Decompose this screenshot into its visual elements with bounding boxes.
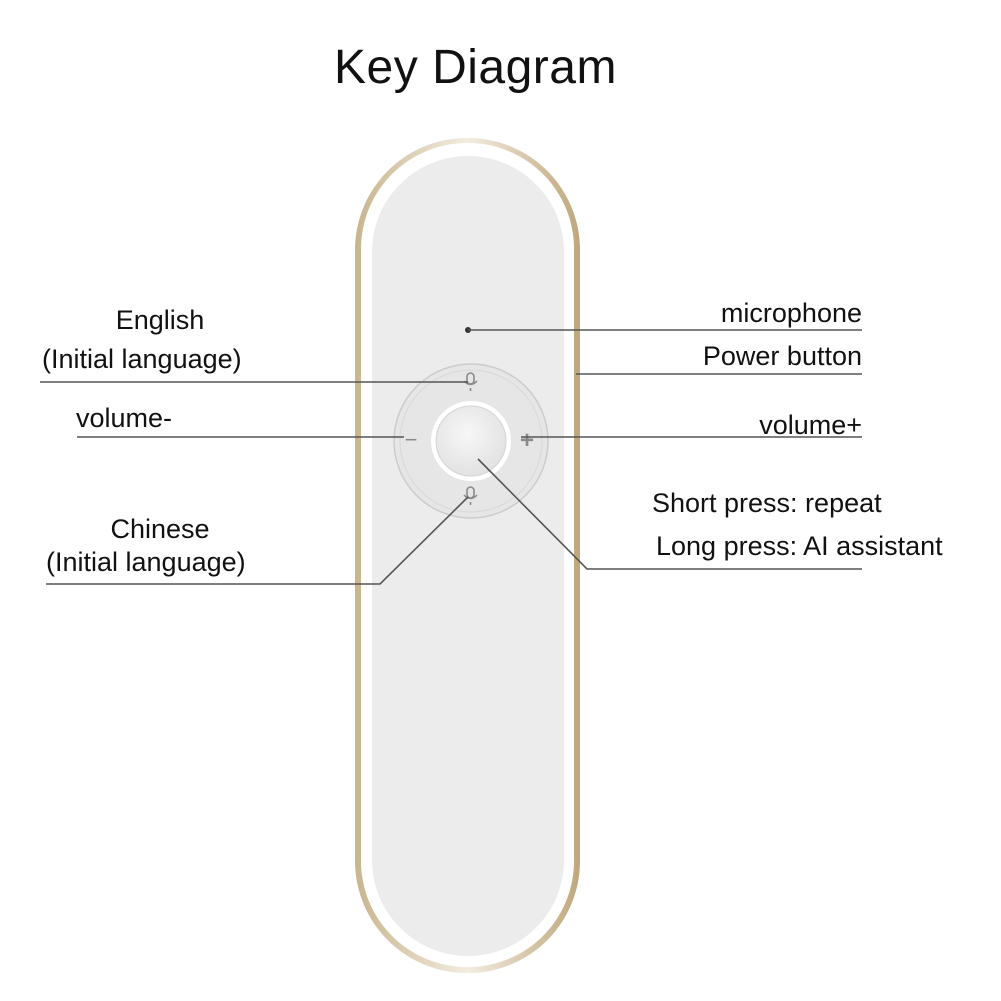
label-chinese-initial: (Initial language) bbox=[46, 547, 246, 577]
label-power-button: Power button bbox=[702, 341, 862, 371]
leader-lines bbox=[40, 329, 862, 585]
label-volume-minus: volume- bbox=[76, 403, 173, 433]
leader-center bbox=[477, 458, 862, 570]
label-english: English bbox=[40, 304, 280, 336]
leader-chinese bbox=[46, 496, 469, 585]
label-short-press: Short press: repeat bbox=[652, 488, 882, 518]
volume-plus-icon[interactable]: + bbox=[520, 427, 534, 454]
label-english-line1: English bbox=[115, 305, 205, 335]
mic-icon bbox=[463, 486, 478, 505]
page-title: Key Diagram bbox=[334, 41, 617, 94]
label-volume-plus: volume+ bbox=[759, 410, 862, 440]
label-microphone: microphone bbox=[720, 298, 862, 328]
center-button[interactable] bbox=[431, 401, 511, 481]
volume-minus-icon[interactable]: − bbox=[405, 427, 418, 452]
label-long-press: Long press: AI assistant bbox=[656, 531, 943, 561]
label-english-initial: (Initial language) bbox=[42, 344, 242, 374]
label-chinese: Chinese bbox=[40, 513, 280, 545]
label-chinese-line1: Chinese bbox=[110, 514, 210, 544]
translator-device bbox=[355, 138, 580, 973]
